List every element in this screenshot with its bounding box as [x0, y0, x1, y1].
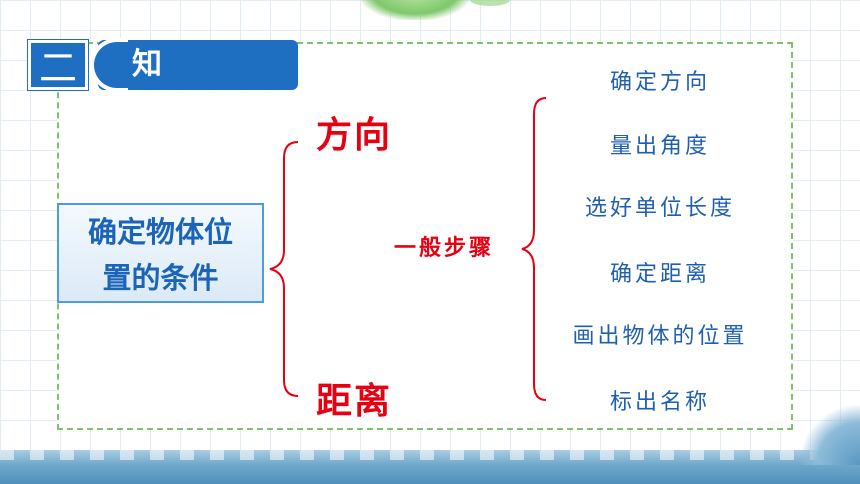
step-item: 标出名称 [609, 390, 710, 415]
leaf-decoration-small [470, 0, 510, 6]
main-brace [269, 141, 299, 397]
step-item: 选好单位长度 [584, 196, 735, 221]
condition-line-1: 确定物体位 [87, 215, 233, 249]
step-item: 确定方向 [609, 70, 710, 95]
wave-decoration [800, 405, 860, 465]
condition-box: 确定物体位 置的条件 [57, 203, 264, 303]
step-item: 量出角度 [609, 134, 710, 159]
condition-line-2: 置的条件 [102, 261, 219, 295]
title-arc-decoration [90, 38, 128, 92]
general-steps-label: 一般步骤 [394, 235, 495, 261]
steps-brace [521, 97, 547, 401]
branch-distance: 距离 [316, 381, 393, 422]
water-decoration [0, 450, 860, 484]
step-item: 画出物体的位置 [572, 324, 748, 349]
section-title-badge [98, 40, 298, 90]
step-item: 确定距离 [609, 262, 710, 287]
branch-direction: 方向 [316, 115, 393, 156]
leaf-decoration [360, 0, 470, 20]
section-number: 二 [28, 40, 88, 90]
section-title: 知识梳理 [132, 47, 163, 232]
